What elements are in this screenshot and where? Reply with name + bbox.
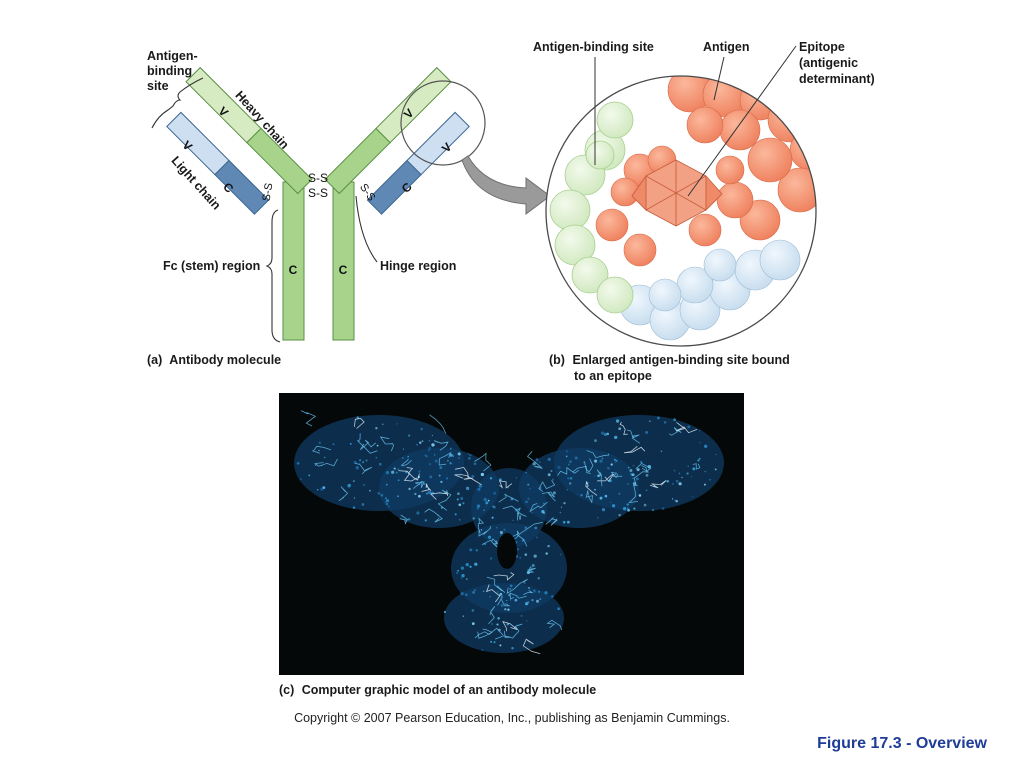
light-chain-left [166,111,270,215]
computer-model-panel [279,393,744,675]
antigen-label: Antigen [703,40,750,54]
molecular-surface [294,410,724,655]
heavy-chain-right-constant [332,181,355,341]
antibody-diagram: V V C V V C C C S-S S-S S-S S-S Heavy ch… [147,40,875,383]
epitope-zoom-view [546,76,816,346]
caption-c-letter: (c) [279,683,294,697]
disulfide-bond-left: S-S [260,182,275,202]
caption-a-text: Antibody molecule [169,353,281,367]
fc-region-label: Fc (stem) region [163,259,260,273]
antigen-spheres [595,76,816,267]
hinge-region-leader [355,195,378,263]
antigen-leader [713,56,725,101]
caption-c: (c) Computer graphic model of an antibod… [279,683,596,697]
caption-a-letter: (a) [147,353,162,367]
fc-region-bracket [265,209,281,343]
disulfide-bond-1: S-S [308,171,328,185]
antibody-3d-model [294,410,724,655]
heavy-chain-right-arm [324,66,452,195]
caption-b: (b) Enlarged antigen-binding site bound [549,353,790,367]
zoom-circle-outline [545,75,817,347]
antigen-binding-site-bracket [151,77,204,129]
hinge-region-label: Hinge region [380,259,456,273]
caption-a: (a) Antibody molecule [147,353,281,367]
light-chain-right [366,111,470,215]
copyright-notice: Copyright © 2007 Pearson Education, Inc.… [294,711,730,725]
heavy-chain-left-arm [185,66,313,195]
light-chain-spheres [619,239,801,341]
epitope-core [631,159,723,227]
caption-b-line1: Enlarged antigen-binding site bound [572,353,789,367]
caption-b-line2: to an epitope [574,369,652,383]
zoom-arrow [461,155,551,215]
heavy-chain-left-constant [282,181,305,341]
hinge-gap [497,533,517,569]
antigen-binding-site-label-a: Antigen- binding site [147,49,201,93]
caption-b-letter: (b) [549,353,565,367]
figure-title: Figure 17.3 - Overview [817,735,987,752]
epitope-leader [687,45,797,197]
heavy-c-left-label: C [289,263,298,277]
disulfide-bond-2: S-S [308,186,328,200]
caption-c-text: Computer graphic model of an antibody mo… [302,683,597,697]
caption-c-wrap: (c) Computer graphic model of an antibod… [279,683,596,697]
zoom-source-circle [400,80,486,166]
epitope-label: Epitope (antigenic determinant) [799,40,875,86]
heavy-c-right-label: C [339,263,348,277]
antigen-binding-site-label-b: Antigen-binding site [533,40,654,54]
